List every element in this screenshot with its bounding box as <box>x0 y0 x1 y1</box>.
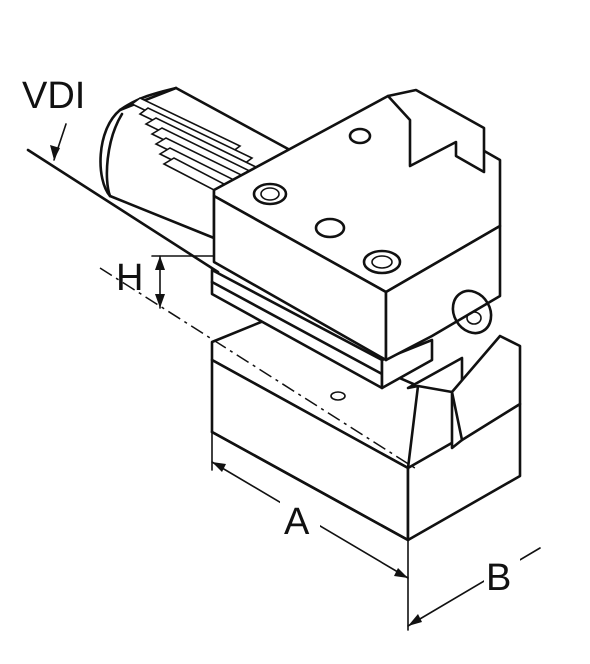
base-bottom-edge <box>210 430 410 542</box>
dimension-b: B <box>407 547 541 627</box>
h-label: H <box>116 257 143 299</box>
counterbore-hole-2 <box>362 249 402 275</box>
base-top-face <box>210 318 420 470</box>
rail-mid-line <box>210 280 384 376</box>
counterbore-hole-1 <box>252 182 288 206</box>
vdi-arrowhead <box>50 145 60 160</box>
h-arrow-top <box>155 256 165 270</box>
guide-rail <box>210 268 434 390</box>
b-arrow-left <box>408 614 422 626</box>
dimension-a: A <box>211 431 409 631</box>
b-label: B <box>486 557 511 599</box>
a-arrow-left <box>212 462 226 472</box>
dimension-h: H <box>116 255 215 309</box>
base-step-face <box>406 356 464 450</box>
a-label-gap <box>280 498 320 540</box>
top-hole-rear <box>348 127 372 145</box>
a-label: A <box>284 501 310 543</box>
shank-front-curve <box>105 112 124 198</box>
h-arrow-bottom <box>155 294 165 308</box>
vdi-label: VDI <box>22 75 85 117</box>
center-axis-line <box>99 267 419 471</box>
counterbore-hole-1-inner <box>260 187 280 201</box>
rail-end <box>380 338 434 390</box>
b-dimension-line <box>407 547 541 627</box>
base-small-hole <box>330 391 346 401</box>
b-label-gap <box>484 556 520 598</box>
base-block <box>210 318 522 542</box>
base-right-top <box>450 334 522 442</box>
side-port-inner <box>466 311 482 325</box>
side-port <box>451 289 493 335</box>
head-side-face <box>384 224 502 362</box>
shank-reference-line <box>26 148 220 274</box>
head-block <box>212 88 502 362</box>
counterbore-hole-2-inner <box>371 255 393 269</box>
head-top-holes <box>252 127 402 275</box>
head-rear-step <box>386 88 486 174</box>
a-arrow-right <box>394 568 408 578</box>
top-hole-center <box>314 217 346 239</box>
shank-top-edge <box>118 86 178 112</box>
